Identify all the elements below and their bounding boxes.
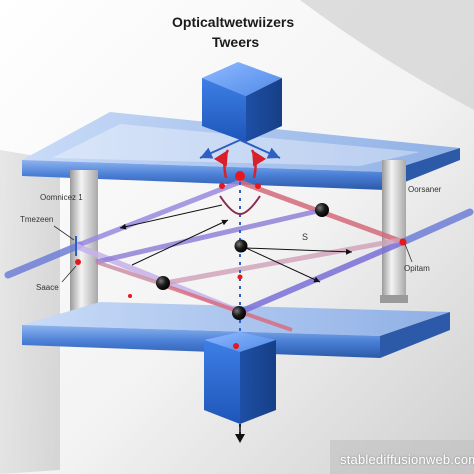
leader-left-bottom [61, 265, 77, 283]
watermark: stablediffusionweb.com [340, 452, 474, 467]
beam-mid-back [159, 237, 401, 287]
dimension-arrows [119, 204, 353, 283]
beam-cross-left [95, 260, 163, 286]
trapped-particles [156, 203, 329, 320]
black-sphere-icon [315, 203, 329, 217]
right-pillar [380, 160, 408, 303]
top-frame [22, 112, 460, 190]
black-sphere-icon [234, 239, 248, 253]
black-sphere-icon [232, 306, 246, 320]
leader-right-bottom [404, 243, 413, 263]
diagram-title-line1: Opticaltwetwiizers [172, 14, 295, 30]
blue-cube-icon [202, 62, 282, 142]
blue-cube-icon [204, 332, 276, 424]
beam-upper-left [75, 179, 241, 249]
leader-left-mid [53, 225, 75, 241]
background-shade [300, 0, 474, 110]
label-left-mid: Tmezeen [20, 215, 54, 224]
arrow-down-right [245, 247, 321, 283]
beam-cross-front [159, 282, 293, 332]
down-arrow-icon [235, 424, 245, 443]
label-right-bottom: Opitam [404, 264, 430, 273]
arrow-horizontal [245, 247, 353, 255]
label-left-top: Oomnicez 1 [40, 193, 83, 202]
beam-left-stub [4, 241, 84, 279]
label-center-mark: S [302, 232, 309, 242]
watermark-backdrop [330, 440, 474, 474]
beam-right-stub [399, 208, 474, 246]
arrow-left [119, 204, 223, 230]
label-right-top: Oorsaner [408, 185, 442, 194]
beam-lower-right [238, 239, 405, 315]
left-wall-shade [0, 150, 60, 474]
black-sphere-icon [156, 276, 170, 290]
beam-mid-front [95, 207, 323, 265]
diagram-title-line2: Tweers [212, 34, 260, 50]
label-left-bottom: Saace [36, 283, 59, 292]
arrow-diagonal [131, 219, 229, 266]
laser-focus [199, 139, 281, 216]
